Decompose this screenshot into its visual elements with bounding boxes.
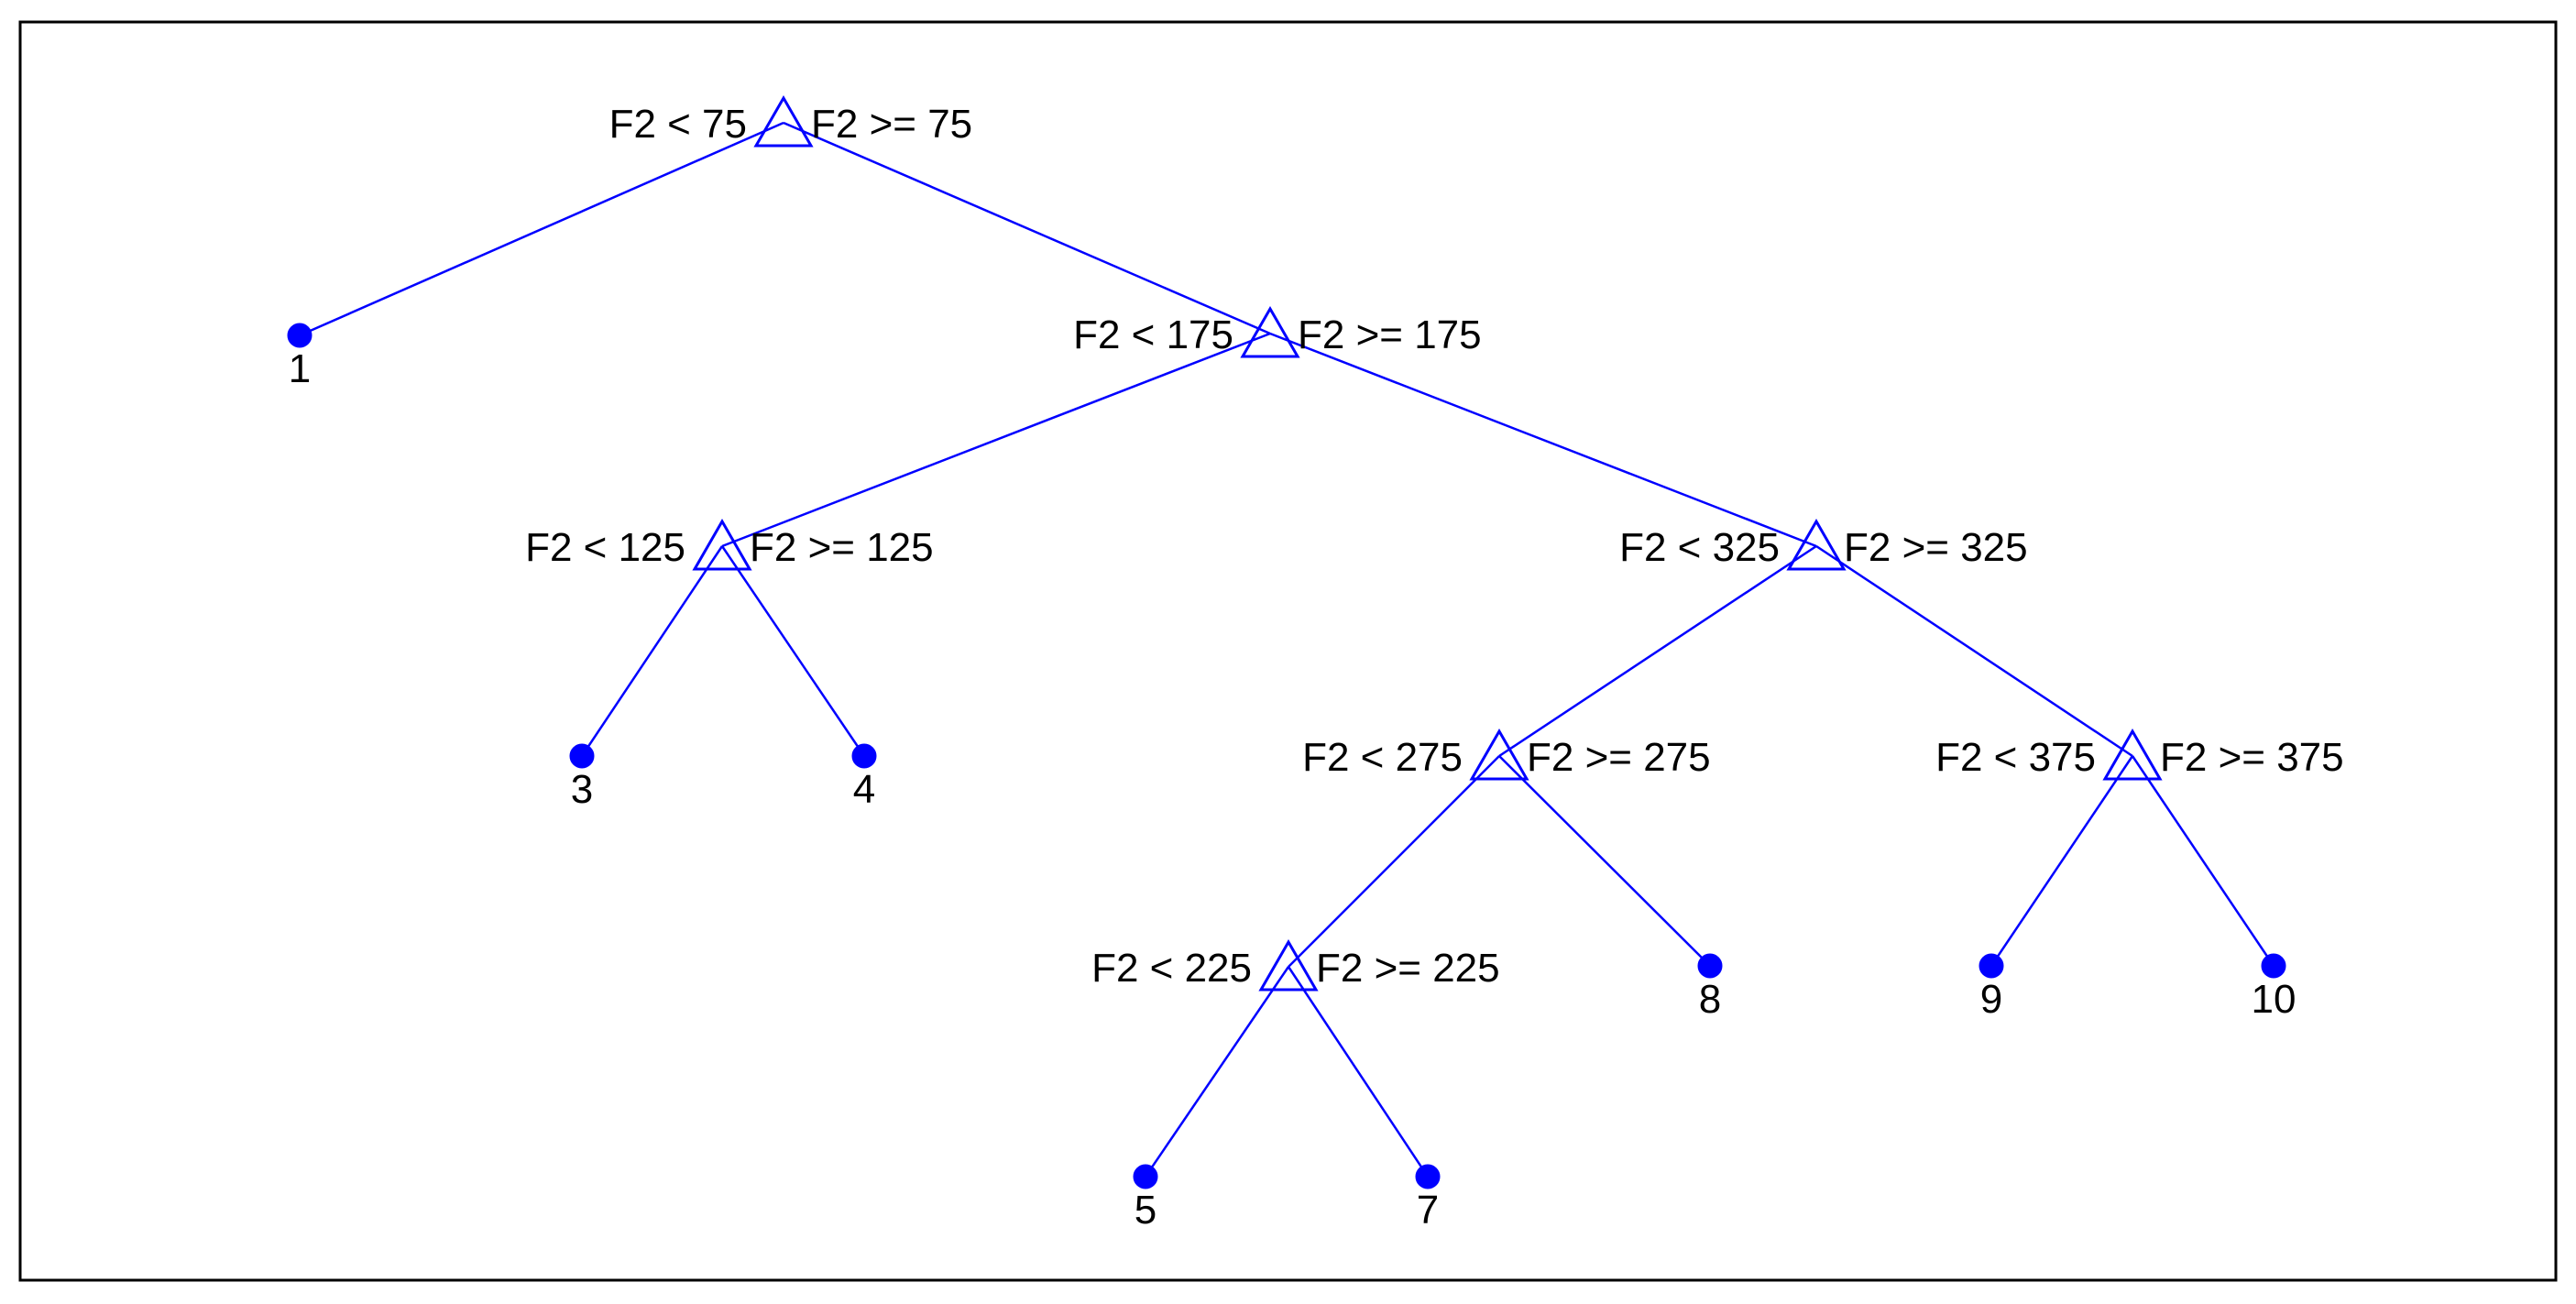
- leaf-node-n14-dot: [1415, 1164, 1441, 1189]
- split-node-n2-triangle-icon: [1240, 305, 1300, 358]
- nodes-layer: F2 < 75 F2 >= 75 1 F2 < 175 F2 >= 175 F2 < 12…: [287, 94, 2344, 1233]
- plot-frame: [18, 20, 2558, 1282]
- leaf-node-label: 3: [571, 767, 593, 812]
- leaf-node-n5-dot: [569, 743, 595, 769]
- split-node-n7-triangle-icon: [1469, 728, 1529, 781]
- tree-edge-n2-n4: [1269, 332, 1817, 548]
- tree-edge-n4-n7: [1498, 544, 1817, 758]
- split-condition-right: F2 >= 175: [1298, 312, 1482, 357]
- split-condition-left: F2 < 175: [1073, 312, 1233, 357]
- leaf-node-n1-dot: [287, 323, 312, 348]
- split-node-n0-triangle-icon: [753, 94, 814, 148]
- leaf-node-n11-dot: [1979, 953, 2004, 979]
- split-condition-right: F2 >= 225: [1316, 946, 1500, 991]
- tree-edge-n0-n1: [299, 121, 784, 337]
- leaf-node-n12-dot: [2261, 953, 2286, 979]
- split-node-n3-triangle-icon: [692, 518, 752, 571]
- leaf-node-n10-dot: [1697, 953, 1723, 979]
- tree-edge-n9-n14: [1287, 966, 1430, 1178]
- tree-edge-n8-n11: [1990, 755, 2134, 967]
- tree-edge-n7-n10: [1498, 755, 1711, 967]
- split-condition-right: F2 >= 325: [1844, 525, 2028, 570]
- leaf-node-label: 1: [289, 346, 311, 391]
- tree-edge-n7-n9: [1288, 755, 1500, 968]
- tree-edge-n0-n2: [783, 121, 1271, 335]
- split-condition-left: F2 < 125: [525, 525, 685, 570]
- split-condition-right: F2 >= 75: [811, 102, 972, 147]
- split-node-n9-triangle-icon: [1258, 938, 1319, 992]
- tree-edge-n9-n13: [1144, 966, 1290, 1178]
- split-condition-right: F2 >= 275: [1527, 735, 1711, 780]
- leaf-node-label: 7: [1417, 1188, 1439, 1233]
- tree-edge-n2-n3: [721, 332, 1271, 548]
- tree-edge-n8-n12: [2131, 755, 2275, 967]
- tree-edge-n3-n6: [720, 545, 866, 757]
- edges-layer: [299, 121, 2275, 1178]
- split-condition-right: F2 >= 125: [750, 525, 934, 570]
- leaf-node-label: 10: [2252, 977, 2296, 1022]
- split-condition-left: F2 < 75: [609, 102, 747, 147]
- split-node-n8-triangle-icon: [2102, 728, 2163, 781]
- leaf-node-label: 9: [1980, 977, 2002, 1022]
- split-condition-left: F2 < 375: [1935, 735, 2096, 780]
- split-node-n4-triangle-icon: [1786, 518, 1847, 571]
- tree-edge-n4-n8: [1815, 544, 2133, 758]
- leaf-node-label: 5: [1135, 1188, 1156, 1233]
- split-condition-left: F2 < 225: [1091, 946, 1252, 991]
- leaf-node-n6-dot: [851, 743, 877, 769]
- leaf-node-label: 8: [1699, 977, 1721, 1022]
- split-condition-right: F2 >= 375: [2160, 735, 2344, 780]
- tree-edge-n3-n5: [580, 545, 724, 757]
- split-condition-left: F2 < 325: [1619, 525, 1780, 570]
- leaf-node-label: 4: [853, 767, 875, 812]
- leaf-node-n13-dot: [1133, 1164, 1158, 1189]
- split-condition-left: F2 < 275: [1302, 735, 1463, 780]
